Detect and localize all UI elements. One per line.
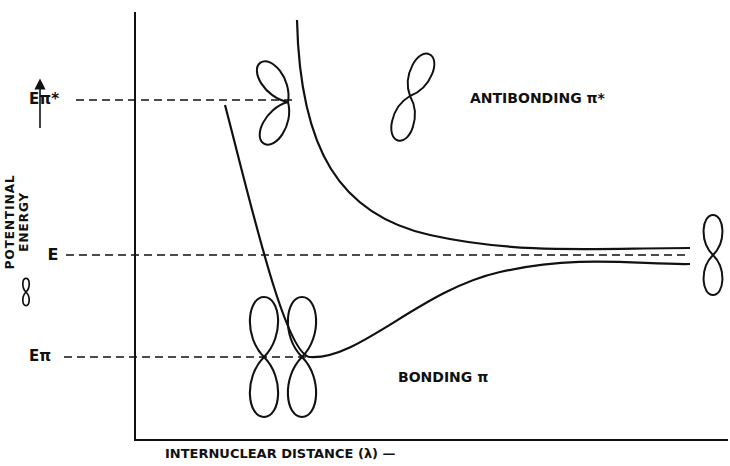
level-line (64, 356, 312, 358)
level-line (76, 99, 292, 101)
antibonding-curve (297, 20, 690, 249)
orbital-label: BONDING π (398, 369, 488, 385)
bonding-curve (225, 105, 690, 357)
energy-level-label: Eπ (29, 348, 51, 365)
axis-title: INTERNUCLEAR DISTANCE (λ) — (165, 447, 396, 462)
energy-level-label: E (48, 246, 59, 264)
axes (135, 12, 728, 440)
antibonding-orbital (251, 56, 298, 149)
antibonding-orbital (388, 50, 440, 143)
bonding-orbital (288, 297, 316, 417)
p-orbital (704, 215, 723, 295)
orbital-label: ANTIBONDING π* (470, 90, 605, 106)
bonding-orbital (250, 297, 278, 417)
level-line (66, 254, 688, 256)
energy-level-label: Eπ* (29, 91, 59, 108)
p-orbital-icon (23, 278, 29, 305)
axis-title: POTENTINAL ENERGY (4, 172, 32, 272)
